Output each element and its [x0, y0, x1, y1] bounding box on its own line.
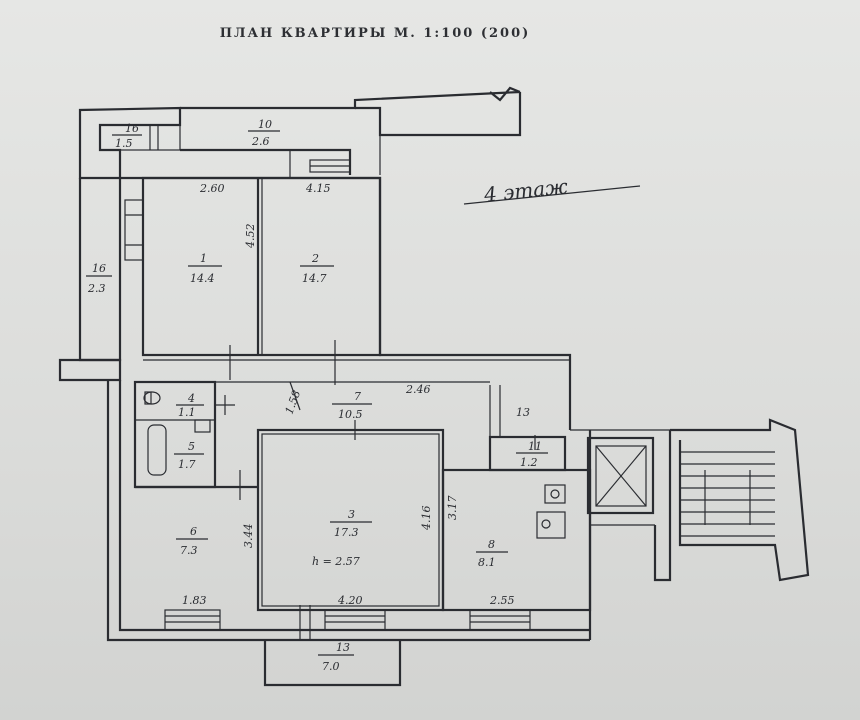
- svg-text:11: 11: [528, 440, 542, 453]
- svg-text:13: 13: [336, 641, 350, 654]
- svg-text:8: 8: [488, 538, 495, 551]
- room-6-walls: [135, 470, 258, 500]
- ceiling-height-note: h = 2.57: [312, 555, 360, 568]
- svg-text:1.5: 1.5: [115, 137, 133, 150]
- plan-title: ПЛАН КВАРТИРЫ М. 1:100 (200): [219, 26, 531, 41]
- pantry-closet: [445, 385, 567, 472]
- dim-mid-vertical: 4.52: [244, 224, 257, 250]
- staircase: [670, 418, 810, 582]
- svg-text:14.7: 14.7: [302, 272, 327, 285]
- svg-text:3: 3: [348, 508, 355, 521]
- svg-text:2: 2: [311, 252, 319, 265]
- svg-text:17.3: 17.3: [334, 526, 359, 539]
- balcony-top-left: [78, 106, 182, 180]
- svg-text:10.5: 10.5: [338, 408, 363, 421]
- dim-top-left: 2.60: [199, 182, 225, 195]
- dim-room6-vertical: 3.44: [242, 524, 255, 549]
- dim-kitchen-vertical: 3.17: [446, 496, 459, 521]
- svg-text:1.7: 1.7: [178, 458, 196, 471]
- label-room-3: 3 17.3: [330, 508, 372, 539]
- dim-top-right: 4.15: [305, 182, 331, 195]
- kitchen-walls: [441, 468, 592, 612]
- svg-text:14.4: 14.4: [190, 272, 215, 285]
- svg-text:13: 13: [516, 406, 530, 419]
- svg-text:1.2: 1.2: [520, 456, 538, 469]
- label-kitchen: 8 8.1: [476, 538, 508, 569]
- rooms-upper: [141, 176, 570, 361]
- svg-text:6: 6: [190, 525, 197, 538]
- svg-text:1: 1: [200, 252, 207, 265]
- label-bath: 5 1.7: [174, 440, 204, 471]
- wet-rooms: [133, 380, 235, 489]
- dim-bottom-left: 1.83: [182, 594, 207, 607]
- loggia-left: [78, 178, 144, 362]
- dim-corridor-width: 2.46: [405, 383, 431, 396]
- label-room-1: 1 14.4: [188, 252, 222, 285]
- svg-text:2.6: 2.6: [251, 135, 270, 148]
- svg-text:16: 16: [92, 262, 106, 275]
- label-toilet: 4 1.1: [176, 392, 204, 419]
- svg-text:7.3: 7.3: [180, 544, 198, 557]
- svg-text:7.0: 7.0: [322, 660, 340, 673]
- svg-text:8.1: 8.1: [478, 556, 496, 569]
- svg-text:5: 5: [188, 440, 195, 453]
- label-loggia-left: 16 2.3: [86, 262, 112, 295]
- label-balcony-top-left: 16 1.5: [112, 122, 142, 150]
- label-pantry: 11 1.2: [516, 440, 548, 469]
- svg-text:10: 10: [258, 118, 272, 131]
- label-corridor: 7 10.5: [332, 390, 372, 421]
- dim-bottom-right: 2.55: [489, 594, 515, 607]
- floor-note: 4 этаж: [463, 174, 641, 207]
- svg-text:4: 4: [187, 392, 195, 405]
- bottom-windows: [164, 605, 531, 640]
- outer-walls: [58, 176, 592, 642]
- dim-left-vertical: 1.58: [283, 389, 304, 416]
- svg-text:7: 7: [354, 390, 361, 403]
- svg-text:4 этаж: 4 этаж: [482, 174, 569, 207]
- svg-text:1.1: 1.1: [178, 406, 196, 419]
- label-balcony-bottom: 13 7.0: [318, 641, 354, 673]
- dim-room3-vertical: 4.16: [420, 506, 433, 532]
- label-balcony-top: 10 2.6: [248, 118, 280, 148]
- balcony-bottom: [263, 640, 402, 687]
- balcony-top: [180, 86, 522, 178]
- svg-text:2.3: 2.3: [87, 282, 106, 295]
- label-closet: 13: [516, 406, 530, 419]
- svg-text:16: 16: [125, 122, 139, 135]
- elevator-shaft: [570, 429, 672, 582]
- dim-bottom-mid: 4.20: [337, 594, 363, 607]
- label-room-6: 6 7.3: [176, 525, 208, 557]
- label-room-2: 2 14.7: [300, 252, 334, 285]
